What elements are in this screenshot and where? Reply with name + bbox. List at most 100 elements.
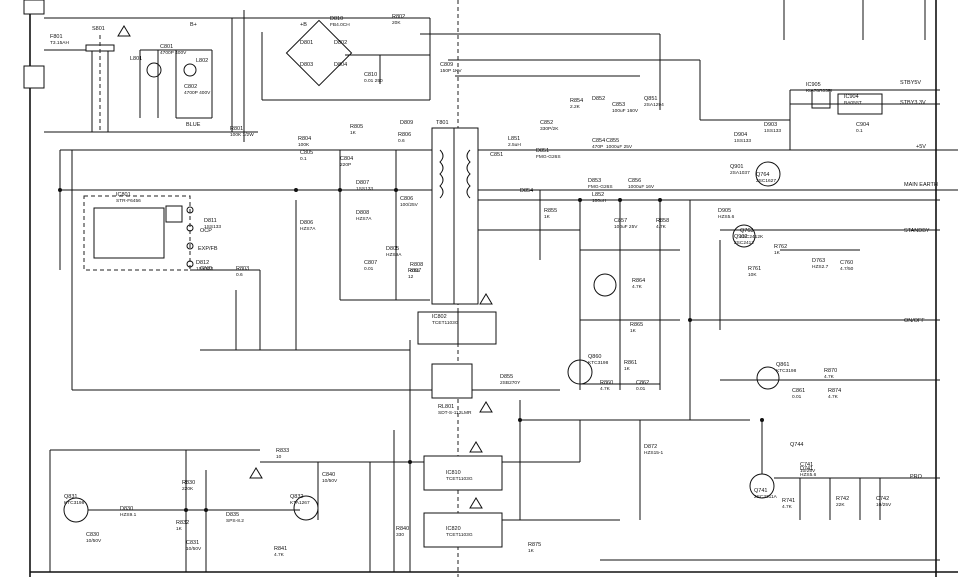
component-ref: D851 (536, 148, 549, 154)
component-ref: D808 (356, 210, 369, 216)
component-ref: R808 (410, 262, 423, 268)
component-value: 4.7K (600, 386, 611, 392)
component-ref: IC810 (446, 470, 461, 476)
component-value: 1000uF 25V (606, 144, 633, 150)
component-ref: R833 (276, 448, 289, 454)
component-ref: D803 (300, 62, 313, 68)
component-ref: R804 (298, 136, 311, 142)
component-ref: Q902 (734, 234, 747, 240)
component-ref: D802 (334, 40, 347, 46)
warning-icon (117, 25, 131, 37)
component-value: 10/50V (186, 546, 202, 552)
warning-icon (249, 467, 263, 479)
component-ref: D801 (300, 40, 313, 46)
component-ref: C801 (160, 44, 173, 50)
component-ref: C831 (186, 540, 199, 546)
component-ref: C861 (792, 388, 805, 394)
component-ref: R858 (656, 218, 669, 224)
component-ref: Q763 (740, 228, 753, 234)
component-ref: C855 (606, 138, 619, 144)
component-value: 4.7K (656, 224, 667, 230)
component-ref: R801 (230, 126, 243, 132)
component-ref: C810 (364, 72, 377, 78)
component-value: SPS-8.2 (226, 518, 244, 524)
component-value: HZS9.1 (120, 512, 137, 518)
component-ref: C741 (800, 462, 813, 468)
component-value: 1SS133 (204, 224, 221, 230)
component-value: 1SS133 (764, 128, 781, 134)
component-value: FB4.0CH (330, 22, 350, 28)
component-value: 330 (396, 532, 404, 538)
component-value: 0.01 (792, 394, 802, 400)
component-value: 2SB270Y (500, 380, 521, 386)
warning-icon (479, 293, 493, 305)
component-value: 100uF 160V (612, 108, 639, 114)
component-value: 4700P 400V (160, 50, 187, 56)
component-value: 1K (630, 328, 637, 334)
signal-label: STANDBY (904, 228, 930, 234)
component-ref: C805 (300, 150, 313, 156)
component-ref: R874 (828, 388, 841, 394)
component-ref: R803 (236, 266, 249, 272)
component-ref: Q860 (588, 354, 601, 360)
component-ref: Q764 (756, 172, 769, 178)
component-ref: R741 (782, 498, 795, 504)
component-value: HZS7A (356, 216, 372, 222)
component-ref: R855 (544, 208, 557, 214)
signal-label: MAIN EARTH (904, 182, 938, 188)
component-ref: C807 (364, 260, 377, 266)
component-ref: D804 (334, 62, 347, 68)
component-ref: IC801 (116, 192, 131, 198)
component-value: 100uF 25V (614, 224, 638, 230)
component-value: 4.7K (632, 284, 643, 290)
component-value: 2SC2412 (734, 240, 754, 246)
component-ref: R802 (392, 14, 405, 20)
component-value: KTC3198 (64, 500, 85, 506)
component-value: 10K (748, 272, 757, 278)
component-ref: IC820 (446, 526, 461, 532)
component-value: 1SS133 (734, 138, 751, 144)
component-ref: Q741 (754, 488, 767, 494)
signal-label: STBY5V (900, 80, 921, 86)
component-ref: L802 (196, 58, 208, 64)
component-value: 12 (408, 274, 414, 280)
component-value: 1K (528, 548, 535, 554)
component-value: 1K (176, 526, 183, 532)
component-value: 2SA1294 (644, 102, 664, 108)
component-ref: S801 (92, 26, 105, 32)
component-ref: C853 (612, 102, 625, 108)
component-value: BA05ST (844, 100, 862, 106)
component-value: 0.01 250 (364, 78, 383, 84)
signal-label: PRO (910, 474, 923, 480)
component-value: 4.7K (782, 504, 793, 510)
warning-icon (469, 441, 483, 453)
component-ref: C804 (340, 156, 353, 162)
component-ref: R807 (408, 268, 421, 274)
component-ref: R761 (748, 266, 761, 272)
component-value: 1000uF 16V (628, 184, 655, 190)
component-value: 4.7K (828, 394, 839, 400)
component-value: HZS15-1 (644, 450, 664, 456)
component-ref: R860 (600, 380, 613, 386)
component-ref: D852 (592, 96, 605, 102)
component-value: TCET1103G (446, 476, 473, 482)
pin-label: OCP (200, 228, 212, 234)
component-ref: R870 (824, 368, 837, 374)
component-value: HZS5.6 (718, 214, 735, 220)
component-ref: Q744 (790, 442, 803, 448)
component-value: 2SA1037 (730, 170, 750, 176)
component-ref: D905 (718, 208, 731, 214)
component-value: 1K (624, 366, 631, 372)
component-value: 2SC1627 (756, 178, 776, 184)
component-ref: R805 (350, 124, 363, 130)
component-value: 0.01 (636, 386, 646, 392)
component-value: 10/50V (86, 538, 102, 544)
component-ref: C862 (636, 380, 649, 386)
component-ref: C802 (184, 84, 197, 90)
component-value: 4.7K (824, 374, 835, 380)
component-ref: C742 (876, 496, 889, 502)
component-ref: D835 (226, 512, 239, 518)
component-ref: D855 (500, 374, 513, 380)
component-value: 20K (392, 20, 401, 26)
